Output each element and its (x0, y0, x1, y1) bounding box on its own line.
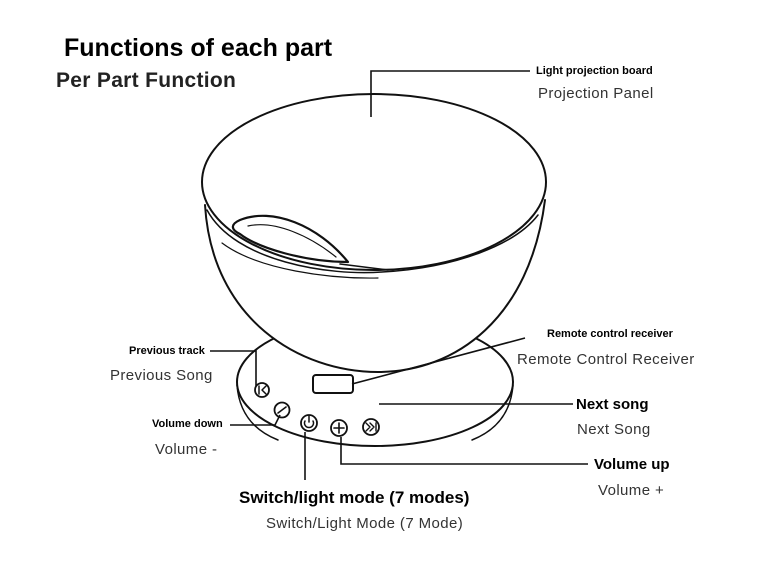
switch-mode-translation: Switch/Light Mode (7 Mode) (266, 515, 464, 532)
next-song-label: Next song (576, 396, 649, 413)
leader-projection-panel (370, 70, 530, 117)
previous-track-label: Previous track (129, 345, 205, 357)
volume-up-label: Volume up (594, 456, 670, 473)
leader-lines (210, 70, 588, 480)
leader-volume-down (230, 414, 281, 426)
page-subtitle: Per Part Function (56, 69, 237, 92)
projection-panel-translation: Projection Panel (538, 85, 654, 102)
remote-receiver-label: Remote control receiver (547, 328, 673, 340)
next-song-translation: Next Song (577, 421, 651, 438)
power-button-symbol (300, 414, 318, 432)
remote-receiver-translation: Remote Control Receiver (517, 351, 695, 368)
leader-volume-up (340, 437, 588, 465)
previous-track-translation: Previous Song (110, 367, 213, 384)
next-button-symbol (362, 418, 380, 436)
remote-receiver-window (312, 374, 354, 394)
plus-button-symbol (330, 419, 348, 437)
volume-up-translation: Volume + (598, 482, 665, 499)
leader-previous-track (210, 350, 257, 386)
projection-panel-label: Light projection board (536, 65, 653, 77)
volume-down-label: Volume down (152, 418, 223, 430)
switch-mode-label: Switch/light mode (7 modes) (239, 488, 470, 507)
previous-button-symbol (254, 382, 270, 398)
minus-button-symbol (273, 401, 291, 419)
volume-down-translation: Volume - (155, 441, 218, 458)
side-window (231, 214, 389, 271)
leader-remote-receiver (351, 337, 526, 385)
page-title: Functions of each part (64, 34, 333, 62)
